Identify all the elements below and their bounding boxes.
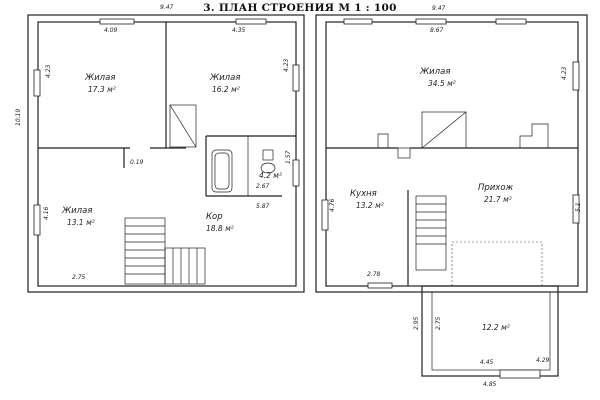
dimension: 0.19	[130, 159, 144, 166]
window	[495, 18, 527, 25]
steps	[519, 123, 549, 148]
right-inner-wall	[325, 21, 579, 287]
left-inner-wall	[37, 21, 297, 287]
dimension: 8.67	[430, 27, 444, 34]
dimension: 2.75	[435, 316, 442, 330]
dimension: 2.78	[367, 271, 381, 278]
dimension: 5.87	[256, 203, 270, 210]
right-building: Жилая 34.5 м² Кухня 13.2 м² Прихож 21.7 …	[315, 5, 588, 388]
window	[572, 61, 580, 91]
window	[321, 199, 329, 231]
window	[343, 18, 373, 25]
dimension: 1.57	[285, 150, 292, 164]
porch-door	[499, 369, 541, 379]
window	[292, 64, 300, 92]
dimension: 4.85	[483, 381, 497, 388]
room-area: 34.5 м²	[428, 79, 456, 88]
window	[33, 69, 41, 97]
room-label: Жилая	[419, 67, 450, 77]
room-area: 16.2 м²	[212, 85, 240, 94]
floor-grid	[451, 241, 543, 287]
window	[292, 159, 300, 187]
room-label: Прихож	[478, 183, 514, 193]
dimension: 4.76	[329, 198, 336, 212]
plan-title: 3. ПЛАН СТРОЕНИЯ М 1 : 100	[203, 2, 396, 14]
dimension: 4.23	[561, 66, 568, 80]
room-label: Жилая	[61, 206, 92, 216]
bathtub-icon	[211, 149, 233, 193]
window	[99, 18, 135, 25]
dimension: 4.35	[232, 27, 246, 34]
left-building: Жилая 17.3 м² Жилая 16.2 м² Жилая 13.1 м…	[15, 4, 305, 293]
dimension: 2.95	[413, 316, 420, 330]
dimension: 2.75	[72, 274, 86, 281]
dimension: 4.23	[283, 58, 290, 72]
room-area: 12.2 м²	[482, 323, 510, 332]
dimension: 2.67	[256, 183, 270, 190]
dimension: 4.23	[45, 64, 52, 78]
porch-inner-wall	[431, 291, 551, 371]
dimension: 5.1	[575, 202, 582, 212]
staircase	[415, 195, 447, 271]
right-outer-wall	[315, 14, 588, 293]
dimension: 9.47	[160, 4, 174, 11]
dimension: 10.19	[15, 109, 22, 126]
window	[235, 18, 267, 25]
left-outer-wall	[27, 14, 305, 293]
room-label: Жилая	[84, 73, 115, 83]
toilet-icon	[260, 162, 276, 174]
room-label: Жилая	[209, 73, 240, 83]
dimension: 4.16	[43, 206, 50, 220]
dimension: 4.29	[536, 357, 550, 364]
window	[572, 194, 580, 224]
staircase	[164, 247, 206, 285]
stove	[421, 111, 467, 149]
dimension: 4.09	[104, 27, 118, 34]
window	[33, 204, 41, 236]
room-area: 21.7 м²	[484, 195, 512, 204]
room-area: 18.8 м²	[206, 224, 234, 233]
room-area: 13.2 м²	[356, 201, 384, 210]
window	[367, 282, 393, 289]
dimension: 9.47	[432, 5, 446, 12]
room-area: 17.3 м²	[88, 85, 116, 94]
room-label: Кухня	[350, 189, 377, 199]
dimension: 4.45	[480, 359, 494, 366]
porch-outer-wall	[421, 285, 559, 377]
room-area: 13.1 м²	[67, 218, 95, 227]
stove	[169, 104, 197, 148]
room-area: 4.2 м²	[259, 171, 282, 180]
window	[415, 18, 447, 25]
room-label: Кор	[206, 212, 223, 222]
